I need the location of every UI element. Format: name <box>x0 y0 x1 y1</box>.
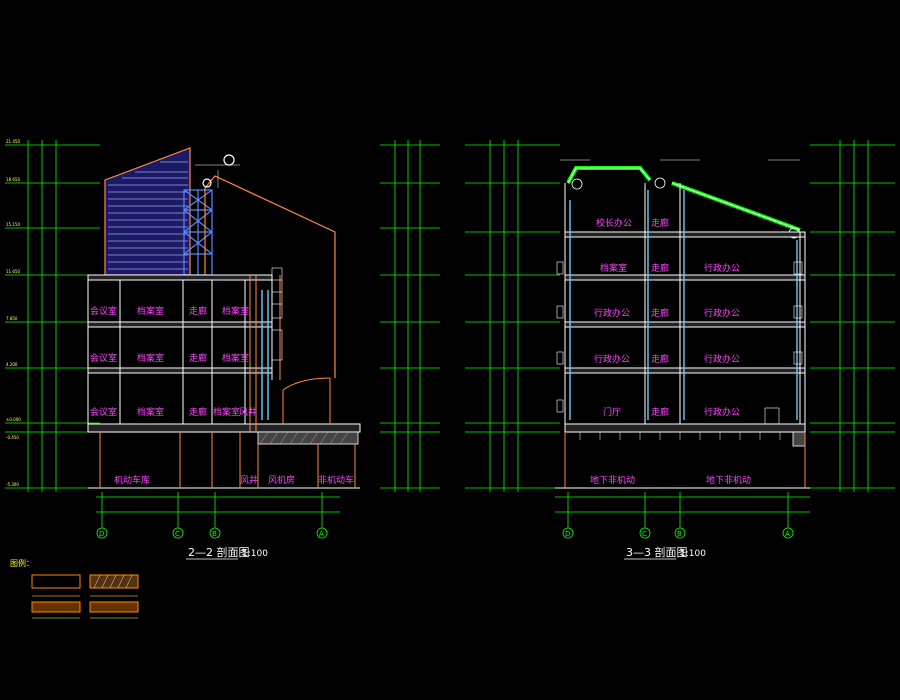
left-dimension-column <box>5 140 100 492</box>
room-principal-office: 校长办公 <box>596 217 632 229</box>
axis-label-D-22: D <box>99 530 104 538</box>
gable-roof <box>195 154 336 378</box>
room-meeting-2f: 会议室 <box>90 352 117 364</box>
room-admin-3f: 行政办公 <box>594 307 630 319</box>
section-22-scale: 1:100 <box>242 549 268 559</box>
basement-33 <box>564 431 806 488</box>
room-air-well-1f: 风井 <box>239 406 257 418</box>
room-corridor-3f-33: 走廊 <box>651 307 669 319</box>
axis-label-C-33: C <box>642 530 647 538</box>
room-archive-4f: 档案室 <box>600 262 627 274</box>
legend-swatch-2-hatch <box>93 574 133 589</box>
axis-label-C-22: C <box>175 530 180 538</box>
room-archive-3f: 档案室 <box>137 305 164 317</box>
section-33-title: 3—3 剖面图 <box>626 545 688 559</box>
section-3-3: 校长办公 走廊 档案室 走廊 行政办公 行政办公 走廊 行政办公 行政办公 走廊… <box>465 140 895 560</box>
room-admin-1f: 行政办公 <box>704 406 740 418</box>
svg-text:21.450: 21.450 <box>6 139 20 144</box>
svg-text:15.150: 15.150 <box>6 222 20 227</box>
svg-text:-0.450: -0.450 <box>6 435 19 440</box>
axis-bubbles-22: D C B A <box>96 527 328 539</box>
svg-text:-5.300: -5.300 <box>6 482 19 487</box>
svg-text:7.850: 7.850 <box>6 316 18 321</box>
legend-swatch-2 <box>89 574 139 589</box>
room-fan-room: 风机房 <box>268 474 295 486</box>
basement-22 <box>99 432 356 488</box>
legend-swatch-4 <box>89 601 139 613</box>
room-archive-1f: 档案室 <box>137 406 164 418</box>
room-nonmotor-garage: 非机动车 <box>318 474 354 486</box>
room-archive2-2f: 档案室 <box>222 352 249 364</box>
section-2-2: 21.450 18.650 15.150 11.650 7.850 4.200 … <box>5 139 440 560</box>
axis-bubbles-33: D C B A <box>562 527 794 539</box>
section-33-scale: 1:100 <box>680 549 706 559</box>
room-admin2-3f: 行政办公 <box>704 307 740 319</box>
axis-label-B-33: B <box>677 530 682 538</box>
room-lobby: 门厅 <box>603 406 621 418</box>
room-archive2-3f: 档案室 <box>222 305 249 317</box>
svg-text:18.650: 18.650 <box>6 177 20 182</box>
room-air-well-b: 风井 <box>240 474 258 486</box>
roof-louver-panel <box>104 147 191 276</box>
room-admin-2f: 行政办公 <box>594 353 630 365</box>
ground-slab-hatch <box>257 431 359 445</box>
building-body-33 <box>555 183 810 489</box>
balcony-columns-22 <box>249 275 331 432</box>
right-dimension-column-33 <box>810 140 895 492</box>
bottom-dimension-22 <box>96 492 340 528</box>
legend: 图例： <box>10 558 139 619</box>
svg-text:11.650: 11.650 <box>6 269 20 274</box>
room-underground-nonmotor-2: 地下非机动 <box>706 474 751 486</box>
room-archive2-1f: 档案室 <box>213 406 240 418</box>
room-corridor-5f: 走廊 <box>651 217 669 229</box>
axis-label-B-22: B <box>212 530 217 538</box>
room-corridor-2f-33: 走廊 <box>651 353 669 365</box>
room-corridor-3f: 走廊 <box>189 305 207 317</box>
room-motor-garage: 机动车库 <box>114 474 150 486</box>
room-admin-4f: 行政办公 <box>704 262 740 274</box>
section-22-title: 2—2 剖面图 <box>188 545 250 559</box>
left-dimension-column-33 <box>465 140 560 492</box>
left-elevation-marks: 21.450 18.650 15.150 11.650 7.850 4.200 … <box>6 139 21 487</box>
legend-swatch-1 <box>31 574 81 589</box>
legend-swatch-3 <box>31 601 81 613</box>
room-corridor-1f-33: 走廊 <box>651 406 669 418</box>
legend-heading: 图例： <box>10 558 34 568</box>
room-corridor-1f: 走廊 <box>189 406 207 418</box>
room-corridor-2f: 走廊 <box>189 352 207 364</box>
axis-label-A-22: A <box>319 530 324 538</box>
room-underground-nonmotor-1: 地下非机动 <box>590 474 635 486</box>
axis-label-A-33: A <box>785 530 790 538</box>
room-meeting-1f: 会议室 <box>90 406 117 418</box>
room-meeting-3f: 会议室 <box>90 305 117 317</box>
glazing-33 <box>569 190 798 420</box>
right-dimension-column-22 <box>380 140 440 492</box>
svg-text:±0.000: ±0.000 <box>6 417 21 422</box>
bottom-dimension-33 <box>555 492 810 528</box>
windows-33 <box>556 261 803 425</box>
room-admin2-2f: 行政办公 <box>704 353 740 365</box>
basement-ticks-33 <box>579 432 781 440</box>
railing-22 <box>271 267 283 361</box>
room-archive-2f: 档案室 <box>137 352 164 364</box>
axis-label-D-33: D <box>565 530 570 538</box>
glazing-22 <box>261 290 269 420</box>
room-corridor-4f: 走廊 <box>651 262 669 274</box>
svg-text:4.200: 4.200 <box>6 362 18 367</box>
building-body-22 <box>87 274 361 489</box>
